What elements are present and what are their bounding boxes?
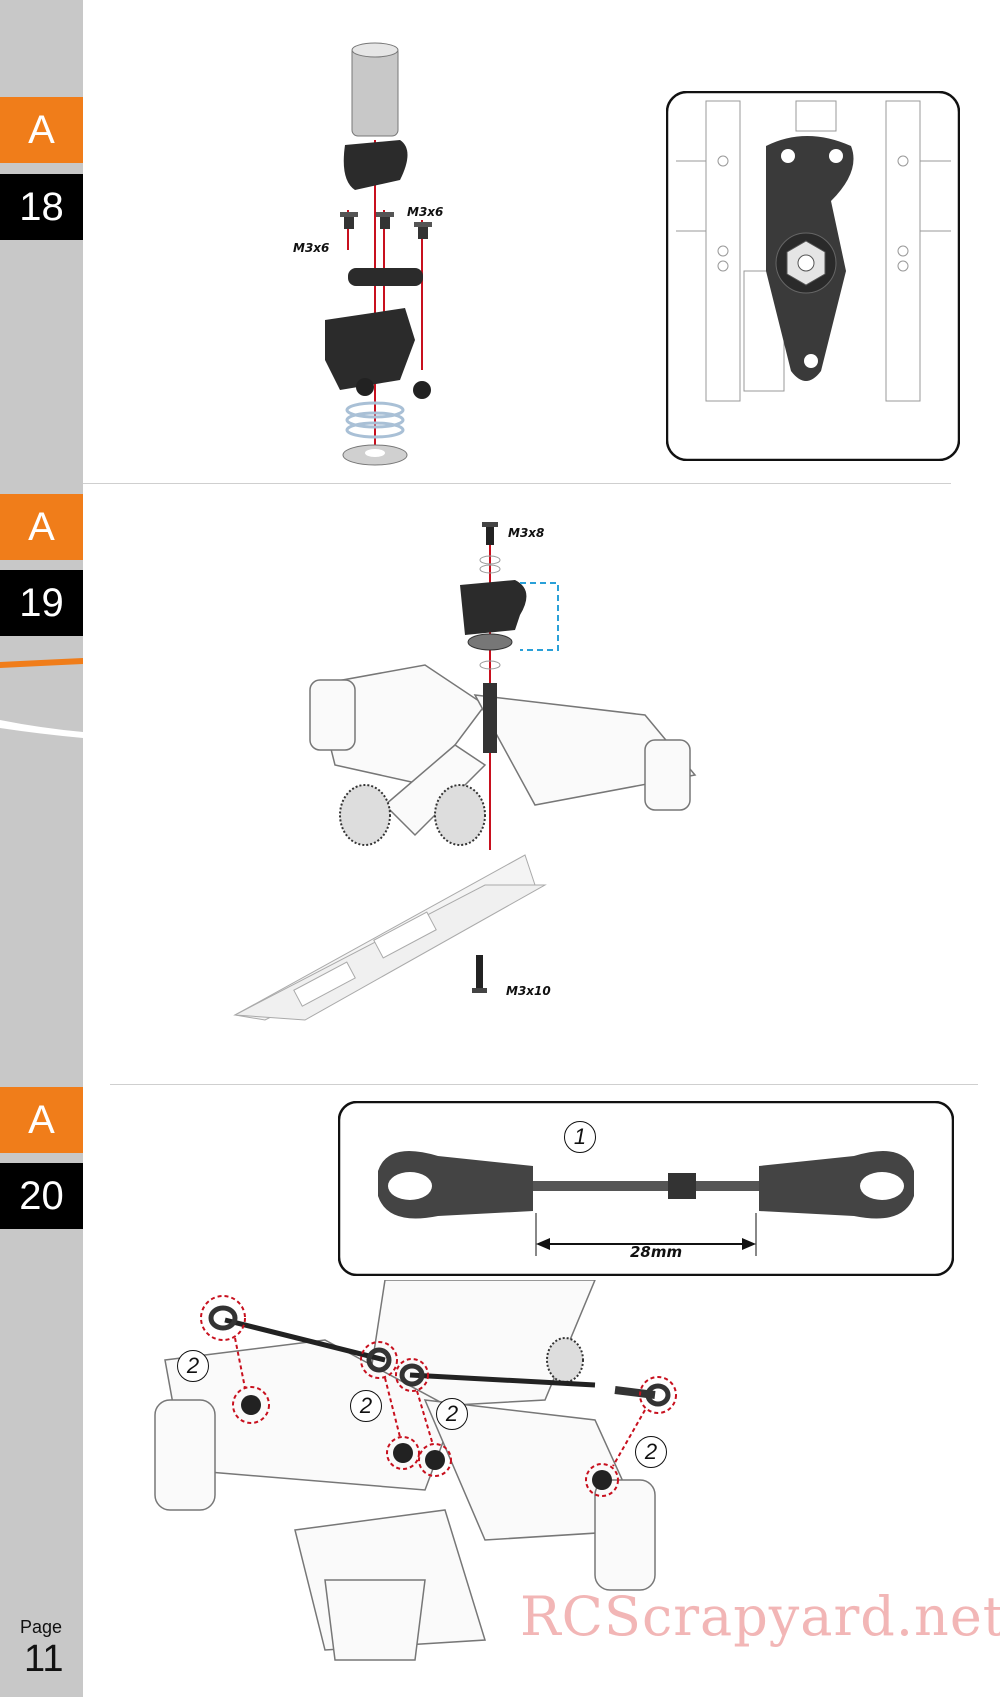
step20-chassis-assembly xyxy=(154,1280,677,1661)
step18-screw-label-left: M3x6 xyxy=(293,241,330,255)
step18-inset-detail xyxy=(666,91,960,461)
watermark: RCScrapyard.net xyxy=(520,1585,1000,1648)
part-marker-1: 1 xyxy=(564,1121,596,1153)
sidebar-swoosh xyxy=(0,658,83,738)
step-letter-18: A xyxy=(0,97,83,163)
step19-chassis-assembly xyxy=(233,522,697,1021)
step-number-18: 18 xyxy=(0,174,83,240)
page-label: Page xyxy=(20,1617,63,1637)
sidebar xyxy=(0,0,83,1697)
ball-marker-2-a: 2 xyxy=(177,1350,209,1382)
step19-screw-label-bottom: M3x10 xyxy=(506,984,551,998)
step-letter-19: A xyxy=(0,494,83,560)
step20-turnbuckle-inset xyxy=(338,1101,954,1276)
step-number-19: 19 xyxy=(0,570,83,636)
section-divider-18 xyxy=(83,483,951,484)
step-number-20: 20 xyxy=(0,1163,83,1229)
page-number: 11 xyxy=(24,1638,64,1680)
step18-screw-label-right: M3x6 xyxy=(407,205,444,219)
ball-marker-2-c: 2 xyxy=(436,1398,468,1430)
step-letter-20: A xyxy=(0,1087,83,1153)
length-label: 28mm xyxy=(630,1243,683,1261)
step19-screw-label-top: M3x8 xyxy=(508,526,545,540)
section-divider-19 xyxy=(110,1084,978,1085)
step18-exploded-servo-saver xyxy=(325,42,432,466)
ball-marker-2-d: 2 xyxy=(635,1436,667,1468)
ball-marker-2-b: 2 xyxy=(350,1390,382,1422)
